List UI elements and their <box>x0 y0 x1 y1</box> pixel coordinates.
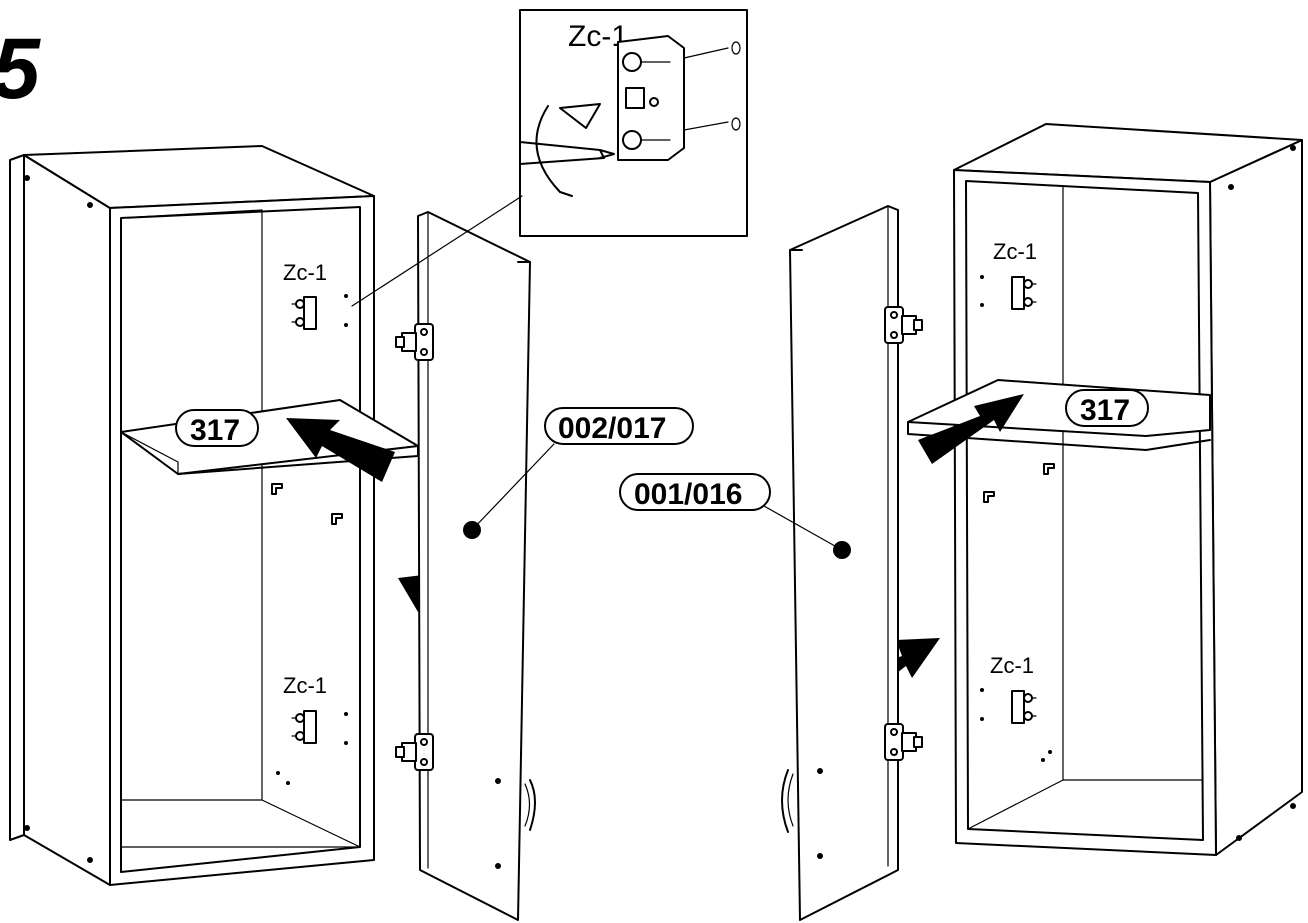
right-shelf-label: 317 <box>1080 394 1130 427</box>
left-door-label: 002/017 <box>558 412 666 445</box>
left-door: 002/017 <box>395 211 694 921</box>
left-shelf-label: 317 <box>190 414 240 447</box>
detail-inset: Zc-1 <box>519 9 748 237</box>
right-cabinet: Zc-1 Zc-1 317 <box>832 123 1303 856</box>
right-shelf-arrow <box>918 394 1024 464</box>
step-number: 5 <box>0 21 41 117</box>
left-hinge-label-bottom: Zc-1 <box>283 673 327 698</box>
left-shelf-arrow <box>286 418 395 482</box>
right-door-label: 001/016 <box>634 478 742 511</box>
left-cabinet: Zc-1 Zc-1 317 <box>9 145 508 886</box>
left-hinge-label-top: Zc-1 <box>283 260 327 285</box>
right-door: 001/016 <box>619 205 923 921</box>
right-hinge-label-top: Zc-1 <box>993 239 1037 264</box>
right-hinge-label-bottom: Zc-1 <box>990 653 1034 678</box>
